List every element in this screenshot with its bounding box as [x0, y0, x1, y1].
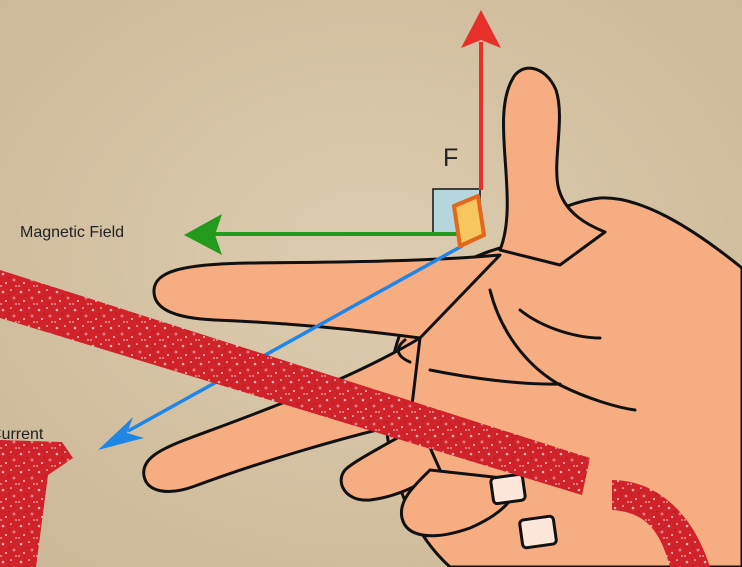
current-label: Current: [0, 426, 43, 444]
fingernail: [490, 474, 525, 504]
force-label: F: [443, 144, 458, 173]
magnetic-field-label: Magnetic Field: [20, 224, 124, 242]
fingernail: [519, 516, 557, 548]
conductor-segment: [454, 196, 484, 246]
